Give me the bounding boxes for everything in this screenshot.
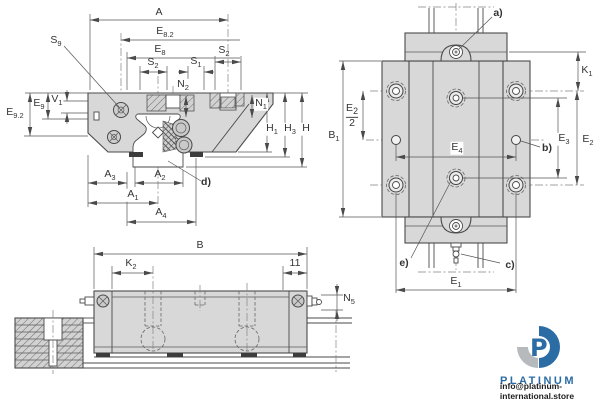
dim-label-s9: S9 — [50, 33, 62, 48]
dim-label-k1: K1 — [581, 63, 593, 78]
mounting-hole — [386, 175, 406, 195]
callout-b: b) — [542, 141, 552, 154]
callout-d: d) — [201, 175, 211, 188]
grease-nipple — [79, 296, 95, 306]
rail-cross-section — [14, 310, 84, 374]
dim-label-s2-right: S2 — [218, 43, 230, 58]
mounting-hole — [506, 81, 526, 101]
mounting-hole — [386, 81, 406, 101]
phillips-screw — [291, 294, 305, 308]
dim-label-n1: N1 — [254, 96, 268, 111]
dim-label-e9: E9 — [32, 96, 46, 111]
dim-label-e9-2: E9.2 — [6, 105, 24, 120]
mounting-hole — [391, 135, 401, 145]
phillips-screw — [107, 130, 121, 144]
dim-label-e1: E1 — [449, 274, 463, 289]
svg-text:P: P — [530, 334, 548, 362]
dim-label-v1: V1 — [50, 92, 64, 107]
watermark-email: info@platinum-international.store — [499, 381, 575, 400]
side-view — [14, 247, 352, 374]
dim-label-e4: E4 — [450, 140, 464, 155]
dim-label-a2: A2 — [154, 167, 166, 182]
dim-label-h: H — [301, 121, 311, 136]
dim-label-11: 11 — [289, 256, 301, 269]
platinum-logo-icon: P — [517, 326, 560, 368]
dim-label-s2-left: S2 — [147, 55, 159, 70]
lube-hole — [446, 168, 466, 188]
lube-hole — [446, 88, 466, 108]
front-section-view — [24, 14, 308, 226]
dim-label-n2: N2 — [176, 77, 190, 92]
dim-label-e3: E3 — [557, 131, 571, 146]
grease-nipple — [450, 242, 462, 264]
dim-label-e8-2: E8.2 — [156, 24, 174, 39]
lube-port-diamond — [151, 126, 165, 139]
callout-c: c) — [505, 258, 515, 271]
carriage-top — [381, 60, 531, 218]
dim-label-e2-half: E2 2 — [346, 101, 358, 129]
dim-label-b: B — [196, 238, 204, 251]
grease-nipple — [449, 219, 463, 233]
phillips-screw — [96, 294, 110, 308]
callout-a: a) — [493, 6, 503, 19]
carriage-side — [93, 290, 308, 354]
callout-e: e) — [399, 256, 409, 269]
dim-label-a4: A4 — [155, 205, 167, 220]
watermark-brand: PLATINUM — [499, 375, 577, 387]
dim-label-e2: E2 — [581, 132, 595, 147]
dim-label-a3: A3 — [104, 167, 116, 182]
plan-view — [339, 3, 586, 293]
dim-label-a1: A1 — [126, 187, 140, 202]
dim-label-b1: B1 — [328, 128, 340, 143]
dim-label-n5: N5 — [343, 291, 355, 306]
phillips-screw — [113, 102, 129, 118]
dim-label-s1: S1 — [190, 54, 202, 69]
hex-socket-screw — [172, 119, 193, 154]
grease-nipple — [306, 295, 322, 307]
dim-label-h3: H3 — [283, 121, 297, 136]
dim-label-e8: E8 — [154, 42, 166, 57]
dim-label-h1: H1 — [265, 121, 279, 136]
mounting-hole — [511, 135, 521, 145]
dim-label-a: A — [155, 5, 163, 18]
dim-label-k2: K2 — [125, 256, 137, 271]
